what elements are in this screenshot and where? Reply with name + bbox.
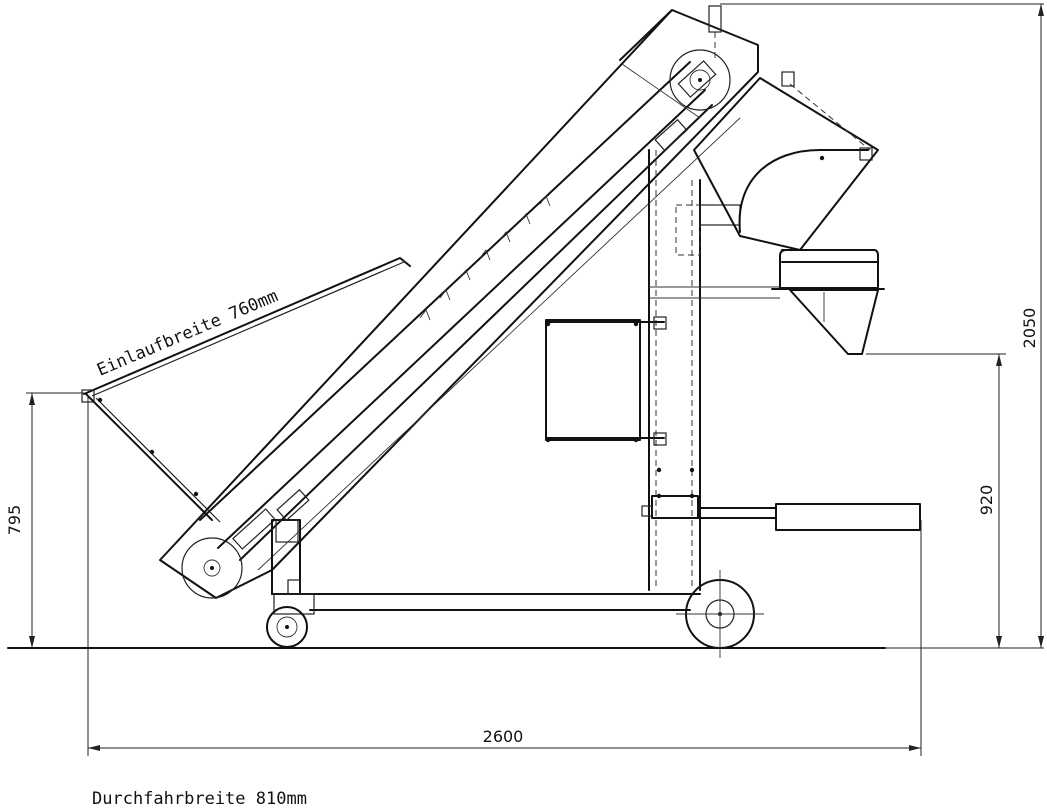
dimension-inlet-height: 795 <box>5 392 84 648</box>
dimension-total-length: 2600 <box>87 395 922 756</box>
dimension-outlet-height: 920 <box>866 353 1006 648</box>
inlet-hopper <box>81 257 411 523</box>
outlet-unit <box>693 71 885 355</box>
inlet-width-label: Einlaufbreite 760mm <box>94 286 281 380</box>
conveyor-belt <box>159 5 759 599</box>
dimension-2050-label: 2050 <box>1020 308 1039 349</box>
side-panel <box>545 316 667 446</box>
dimension-920-label: 920 <box>977 485 996 516</box>
passage-width-label: Durchfahrbreite 810mm <box>92 789 307 809</box>
dimension-795-label: 795 <box>5 505 24 536</box>
dimension-total-height: 2050 <box>720 3 1044 649</box>
dimension-2600-label: 2600 <box>483 727 524 746</box>
support-frame <box>648 149 780 591</box>
chassis <box>266 519 764 658</box>
push-handle <box>641 495 921 531</box>
